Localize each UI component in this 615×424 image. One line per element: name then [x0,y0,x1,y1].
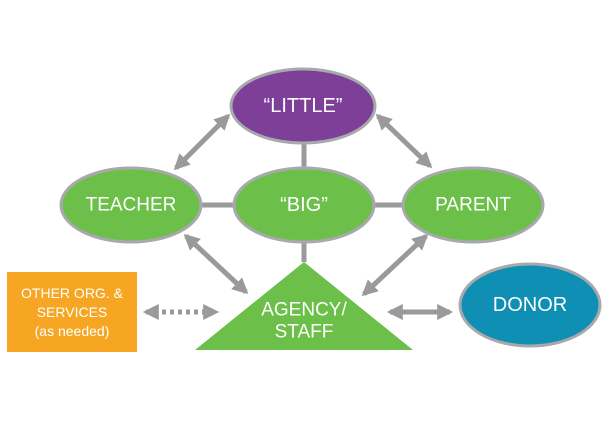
node-agency: AGENCY/ STAFF [195,262,413,350]
big-ellipse [232,166,376,244]
arrow-teacher-agency [183,233,249,295]
big-label: “BIG” [280,194,328,216]
node-donor: DONOR [458,262,602,348]
donor-label: DONOR [493,294,567,316]
arrow-parent-agency [361,233,429,297]
other-org-label-line3: (as needed) [35,323,110,339]
little-label: “LITTLE” [264,95,343,117]
other-org-box [7,272,137,352]
little-ellipse [229,67,377,145]
node-little: “LITTLE” [229,67,377,145]
agency-label-line2: STAFF [275,322,334,343]
arrow-little-parent [375,113,433,169]
node-teacher: TEACHER [59,166,203,244]
teacher-ellipse [59,166,203,244]
agency-label-line1: AGENCY/ [261,300,347,321]
teacher-label: TEACHER [86,195,177,216]
other-org-label-line1: OTHER ORG. & [21,285,124,301]
node-other-org: OTHER ORG. & SERVICES (as needed) [7,272,137,352]
node-parent: PARENT [401,166,545,244]
node-big: “BIG” [232,166,376,244]
parent-label: PARENT [435,195,511,216]
arrow-little-teacher [173,113,231,171]
donor-ellipse [458,262,602,348]
other-org-label-line2: SERVICES [37,304,108,320]
parent-ellipse [401,166,545,244]
agency-triangle [195,262,413,350]
